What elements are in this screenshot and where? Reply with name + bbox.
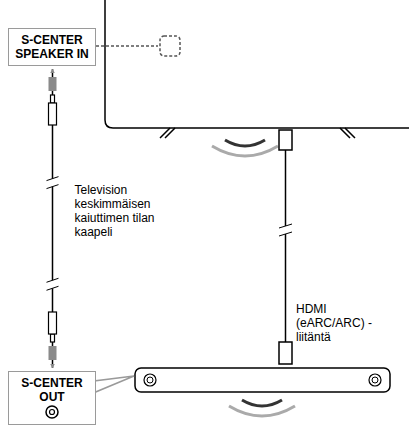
- box-label: S-CENTER SPEAKER IN: [13, 33, 91, 61]
- soundbar-speaker: [144, 374, 156, 386]
- hidden-port: [160, 36, 180, 56]
- leader-line: [96, 45, 158, 47]
- cable: [46, 69, 60, 368]
- connector-box: S-CENTER SPEAKER IN: [8, 28, 96, 66]
- tv-outline: [105, 0, 409, 128]
- sound-wave: [212, 146, 278, 156]
- hdmi-plug: [279, 130, 292, 150]
- box-label: S-CENTER OUT: [13, 376, 91, 404]
- cable-label: Television keskimmäisen kaiuttimen tilan…: [75, 183, 157, 239]
- connector-box: S-CENTER OUT: [8, 371, 96, 425]
- sound-wave: [229, 406, 295, 416]
- soundbar: [135, 368, 390, 392]
- soundbar-speaker: [147, 377, 153, 383]
- jack-symbol: [13, 404, 91, 420]
- hdmi-cable: [285, 150, 287, 342]
- sound-wave: [242, 400, 282, 406]
- cable-break: [279, 224, 292, 236]
- hdmi-plug: [279, 342, 292, 364]
- sound-wave: [225, 140, 265, 146]
- soundbar-speaker: [372, 377, 378, 383]
- tv-stand: [160, 128, 355, 138]
- soundbar-speaker: [369, 374, 381, 386]
- cable-label: HDMI (eARC/ARC) -liitäntä: [296, 302, 376, 344]
